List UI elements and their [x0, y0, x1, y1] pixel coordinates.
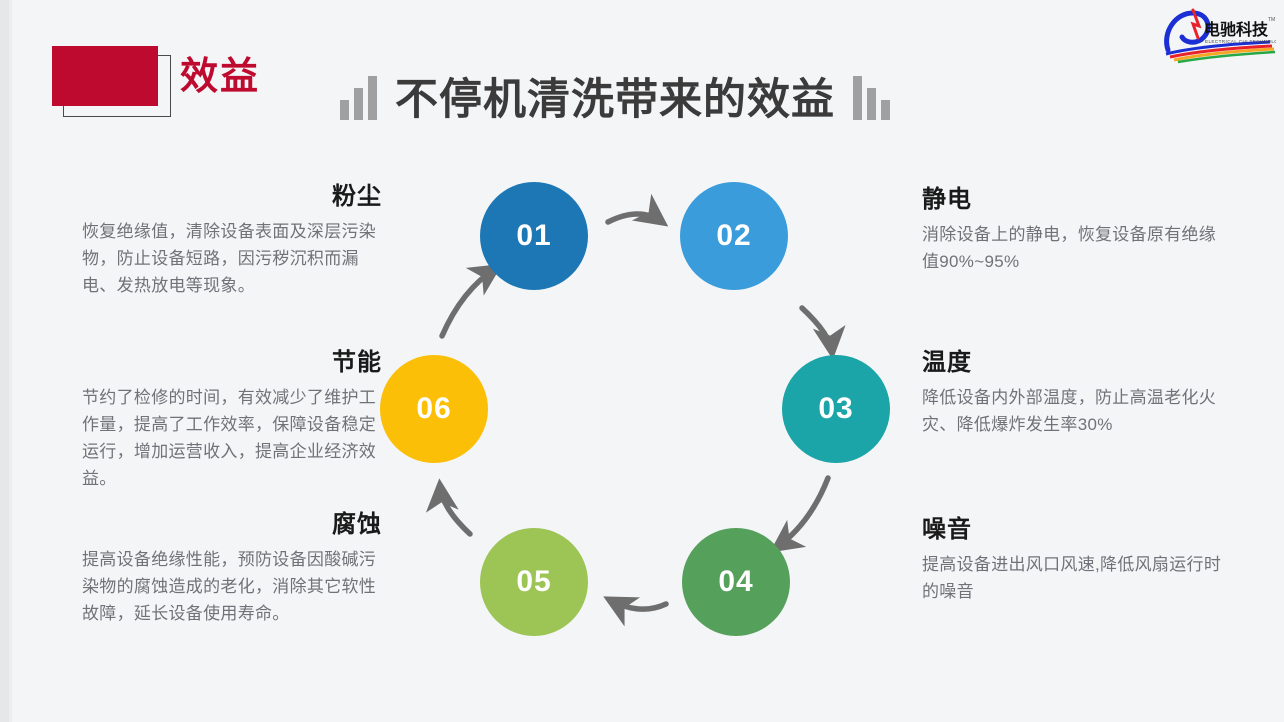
bar-chart-icon-right	[853, 74, 890, 120]
logo-artwork: 电驰科技 ELECTRICAL CHI TECHNOLOGY TM	[1164, 8, 1284, 64]
arrow-03-to-04	[769, 475, 831, 553]
benefit-block-static: 静电 消除设备上的静电，恢复设备原有绝缘值90%~95%	[922, 185, 1222, 275]
benefit-title: 温度	[922, 349, 972, 376]
cycle-node-01[interactable]: 01	[480, 182, 588, 290]
arrow-06-to-01	[439, 263, 503, 339]
arrow-02-to-03	[799, 305, 846, 360]
benefit-title: 噪音	[922, 516, 972, 543]
left-edge-strip-inner	[9, 0, 12, 722]
section-tag: 效益	[48, 42, 258, 120]
cycle-node-04[interactable]: 04	[682, 528, 790, 636]
benefit-block-temperature: 温度 降低设备内外部温度，防止高温老化火灾、降低爆炸发生率30%	[922, 348, 1222, 438]
cycle-node-02[interactable]: 02	[680, 182, 788, 290]
benefit-body: 降低设备内外部温度，防止高温老化火灾、降低爆炸发生率30%	[922, 388, 1217, 434]
benefit-title: 节能	[332, 349, 382, 376]
svg-text:ELECTRICAL CHI TECHNOLOGY: ELECTRICAL CHI TECHNOLOGY	[1205, 39, 1276, 44]
bar-chart-icon-left	[340, 74, 377, 120]
company-logo: 电驰科技 ELECTRICAL CHI TECHNOLOGY TM	[1160, 4, 1284, 64]
benefit-block-noise: 噪音 提高设备进出风口风速,降低风扇运行时的噪音	[922, 515, 1222, 605]
cycle-node-06[interactable]: 06	[380, 355, 488, 463]
svg-text:TM: TM	[1268, 17, 1275, 23]
cycle-arrows	[425, 193, 846, 627]
benefit-body: 恢复绝缘值，清除设备表面及深层污染物，防止设备短路，因污秽沉积而漏电、发热放电等…	[82, 222, 377, 295]
benefit-body: 提高设备绝缘性能，预防设备因酸碱污染物的腐蚀造成的老化，消除其它软性故障，延长设…	[82, 550, 377, 623]
benefit-body: 消除设备上的静电，恢复设备原有绝缘值90%~95%	[922, 225, 1217, 271]
benefit-block-energy: 节能 节约了检修的时间，有效减少了维护工作量，提高了工作效率，保障设备稳定运行，…	[82, 348, 382, 492]
arrow-01-to-02	[605, 193, 669, 227]
left-edge-strip	[0, 0, 9, 722]
page-title-row: 不停机清洗带来的效益	[340, 62, 890, 126]
cycle-node-label: 01	[516, 219, 552, 252]
page-title: 不停机清洗带来的效益	[395, 76, 835, 124]
benefit-block-corrosion: 腐蚀 提高设备绝缘性能，预防设备因酸碱污染物的腐蚀造成的老化，消除其它软性故障，…	[82, 510, 382, 627]
benefit-block-dust: 粉尘 恢复绝缘值，清除设备表面及深层污染物，防止设备短路，因污秽沉积而漏电、发热…	[82, 182, 382, 299]
cycle-node-label: 04	[718, 565, 754, 598]
cycle-node-label: 05	[516, 565, 552, 598]
benefit-body: 提高设备进出风口风速,降低风扇运行时的噪音	[922, 555, 1222, 601]
arrow-04-to-05	[603, 596, 669, 627]
svg-text:电驰科技: 电驰科技	[1204, 20, 1269, 39]
cycle-node-label: 02	[716, 219, 752, 252]
cycle-node-03[interactable]: 03	[782, 355, 890, 463]
cycle-diagram: 01 02 03 04 05 06	[370, 160, 920, 660]
cycle-node-label: 06	[416, 392, 452, 425]
benefit-body: 节约了检修的时间，有效减少了维护工作量，提高了工作效率，保障设备稳定运行，增加运…	[82, 388, 377, 488]
cycle-node-label: 03	[818, 392, 854, 425]
benefit-title: 静电	[922, 186, 972, 213]
tag-label: 效益	[180, 56, 261, 98]
arrow-05-to-06	[425, 478, 473, 537]
tag-filled-shape	[52, 46, 158, 106]
benefit-title: 粉尘	[332, 183, 382, 210]
cycle-node-05[interactable]: 05	[480, 528, 588, 636]
benefit-title: 腐蚀	[332, 511, 382, 538]
